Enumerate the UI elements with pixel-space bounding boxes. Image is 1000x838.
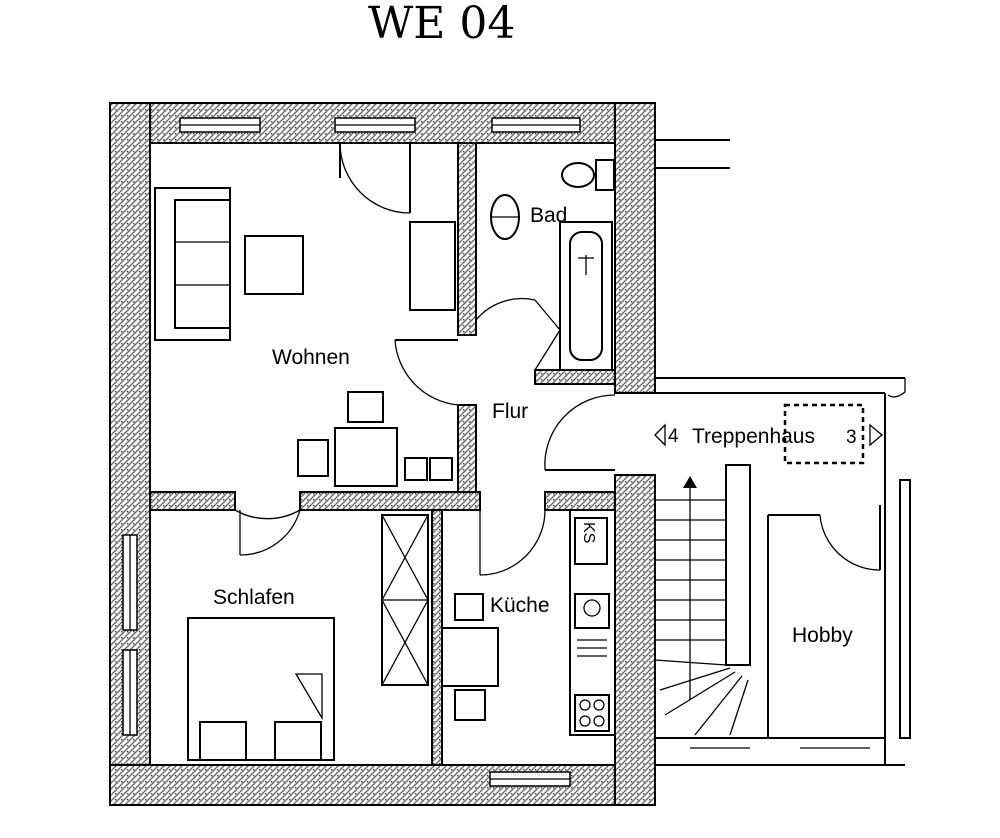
stair-number-right: 3	[846, 427, 857, 448]
room-label-kueche: Küche	[490, 594, 550, 617]
doors	[234, 142, 616, 576]
wardrobe	[381, 514, 429, 686]
plan-title: WE 04	[368, 0, 515, 49]
interior-walls	[149, 142, 616, 766]
bad-furniture	[490, 159, 615, 371]
room-label-wohnen: Wohnen	[272, 346, 350, 369]
windows	[122, 117, 581, 787]
room-label-schlafen: Schlafen	[213, 586, 295, 609]
room-label-bad: Bad	[530, 204, 567, 227]
kueche-furniture	[441, 509, 616, 736]
stairwell	[654, 139, 911, 766]
wohnen-furniture	[154, 187, 456, 487]
room-label-treppenhaus: Treppenhaus	[692, 425, 815, 448]
stair-number-left: 4	[668, 426, 679, 447]
label-ks: KS	[580, 522, 597, 543]
schlafen-furniture	[187, 617, 335, 761]
room-label-flur: Flur	[492, 400, 528, 423]
room-label-hobby: Hobby	[792, 624, 853, 647]
